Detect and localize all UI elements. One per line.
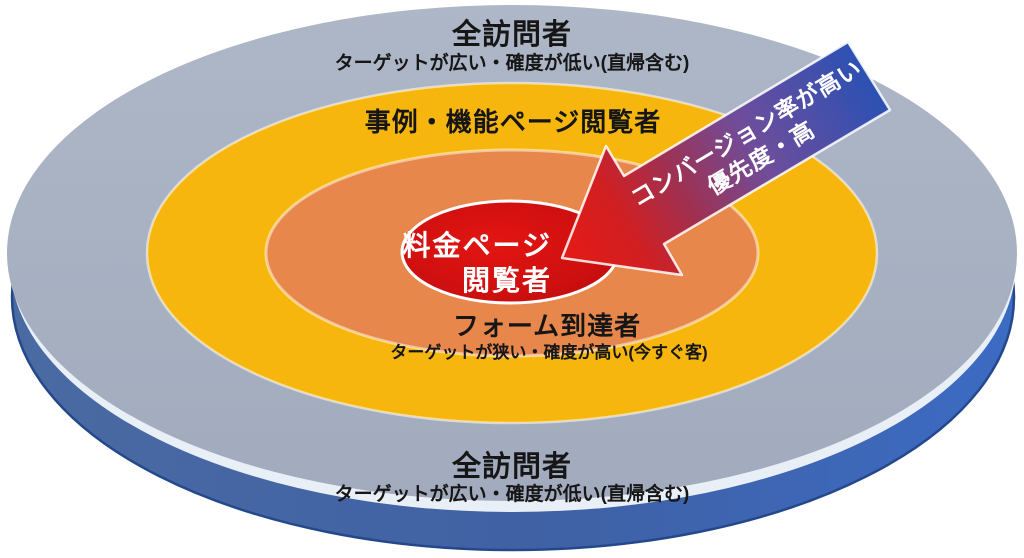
label-form-reachers: フォーム到達者	[453, 311, 641, 341]
sublabel-all-visitors-bottom: ターゲットが広い・確度が低い(直帰含む)	[335, 482, 690, 505]
priority-arrow	[560, 40, 892, 277]
label-case-feature-viewers: 事例・機能ページ閲覧者	[365, 107, 661, 137]
label-pricing-line1: 料金ページ	[403, 229, 552, 261]
sublabel-form-reachers: ターゲットが狭い・確度が高い(今すぐ客)	[390, 342, 707, 362]
sublabel-all-visitors-top: ターゲットが広い・確度が低い(直帰含む)	[335, 51, 690, 74]
label-pricing-line2: 閲覧者	[462, 265, 552, 296]
label-all-visitors-top: 全訪問者	[451, 17, 572, 51]
label-all-visitors-bottom: 全訪問者	[451, 449, 572, 483]
